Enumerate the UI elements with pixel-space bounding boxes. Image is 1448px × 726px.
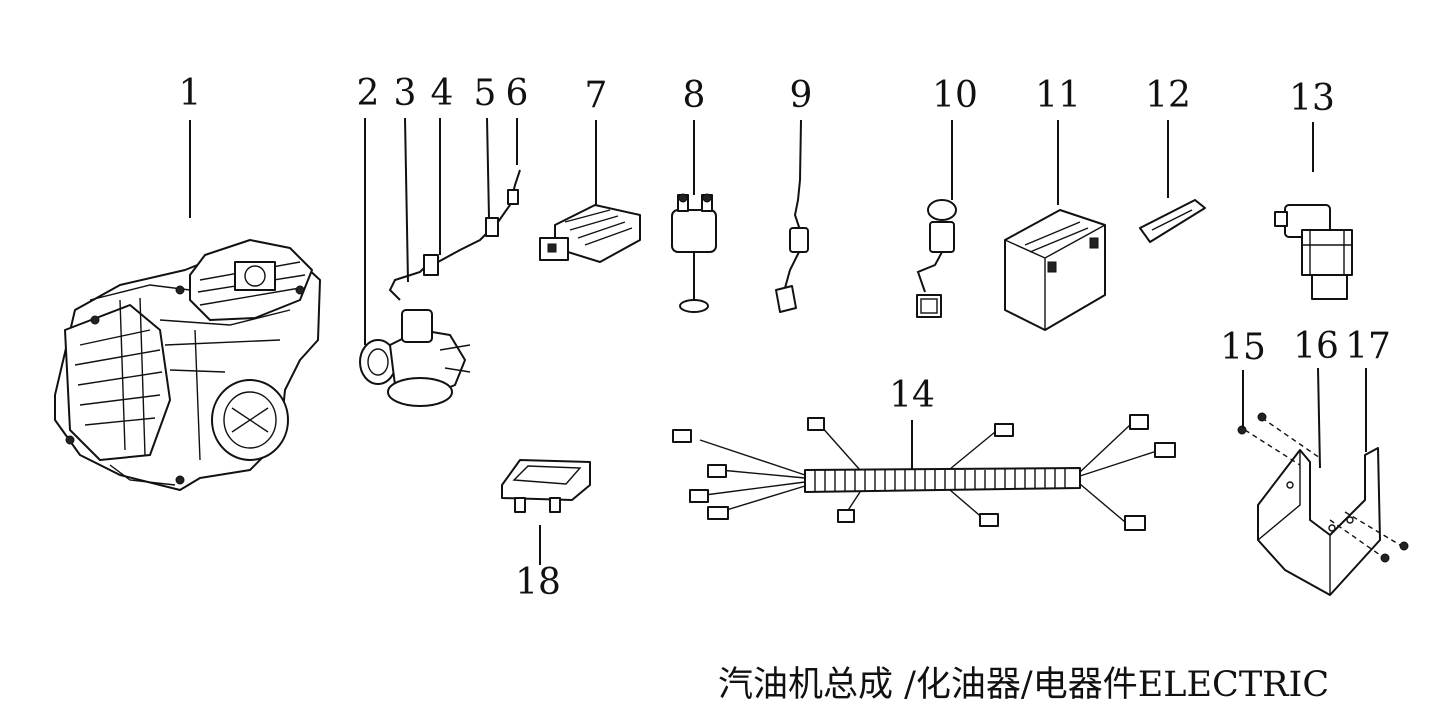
label-1: 1 <box>179 73 202 114</box>
battery <box>1004 209 1106 331</box>
label-10: 10 <box>932 75 978 116</box>
carburetor <box>359 309 471 407</box>
engine-assembly <box>54 239 321 491</box>
label-12: 12 <box>1145 75 1191 116</box>
starter-relay <box>671 193 717 313</box>
label-6: 6 <box>506 73 529 114</box>
part-labels: 1 2 3 4 5 6 7 8 9 10 11 12 13 14 15 16 1… <box>179 73 1391 603</box>
fuel-hoses <box>388 169 521 301</box>
rectifier-regulator <box>539 204 641 263</box>
label-3: 3 <box>394 73 417 114</box>
leader-lines <box>189 117 1367 565</box>
label-5: 5 <box>474 73 497 114</box>
label-14: 14 <box>889 375 935 416</box>
label-16: 16 <box>1293 326 1339 367</box>
label-9: 9 <box>790 75 813 116</box>
label-8: 8 <box>683 75 706 116</box>
label-4: 4 <box>431 73 454 114</box>
relay-box <box>501 459 591 513</box>
label-2: 2 <box>357 73 380 114</box>
mounting-bracket <box>1237 412 1409 596</box>
ignition-coil <box>775 179 809 313</box>
label-15: 15 <box>1220 327 1266 368</box>
battery-strap <box>1139 199 1206 243</box>
ignition-switch <box>916 199 957 318</box>
label-17: 17 <box>1345 326 1391 367</box>
flasher-relay <box>1274 204 1353 300</box>
label-18: 18 <box>515 562 561 603</box>
label-13: 13 <box>1289 78 1335 119</box>
label-11: 11 <box>1035 75 1081 116</box>
wire-harness <box>672 414 1176 531</box>
diagram-caption: 汽油机总成 /化油器/电器件ELECTRIC <box>718 665 1330 705</box>
label-7: 7 <box>585 75 608 116</box>
